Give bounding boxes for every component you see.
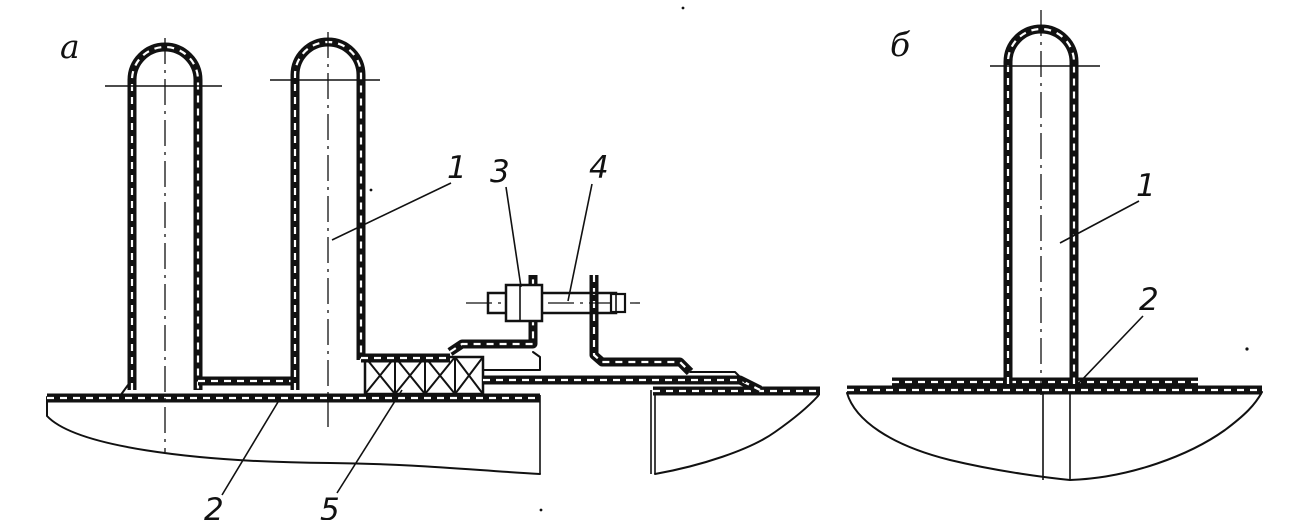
view-a-tube-left <box>105 38 222 452</box>
view-a-insulation-block <box>363 355 485 396</box>
view-a-label: а <box>60 27 80 66</box>
view-b-base-plate <box>847 377 1262 395</box>
callout-a-4: 4 <box>589 150 609 186</box>
view-a-callouts: 1 2 3 4 5 <box>204 150 609 520</box>
scan-speck <box>681 6 685 10</box>
view-a-lower-plate <box>483 371 763 395</box>
view-b-label: б <box>890 25 911 64</box>
callout-a-1: 1 <box>447 150 467 186</box>
scan-speck <box>369 188 373 192</box>
callout-b-1: 1 <box>1136 168 1156 204</box>
view-a-bolt <box>466 283 640 323</box>
view-a-base-plate <box>47 386 820 403</box>
callout-a-5: 5 <box>320 492 340 520</box>
callout-a-2: 2 <box>204 492 224 520</box>
view-a-base-body <box>46 388 819 475</box>
view-b: б 1 2 <box>369 6 1263 512</box>
view-b-callouts: 1 2 <box>1059 168 1159 385</box>
callout-a-3: 3 <box>490 154 510 190</box>
view-b-base-body <box>846 391 1263 481</box>
view-a-flange-right <box>589 275 694 376</box>
scan-speck <box>539 508 543 512</box>
view-b-tube <box>990 10 1100 480</box>
scan-speck <box>1245 347 1249 351</box>
view-a: а <box>46 27 820 520</box>
view-a-tube-bridge <box>119 376 295 397</box>
view-a-tube-right <box>270 32 380 430</box>
callout-b-2: 2 <box>1139 282 1159 318</box>
